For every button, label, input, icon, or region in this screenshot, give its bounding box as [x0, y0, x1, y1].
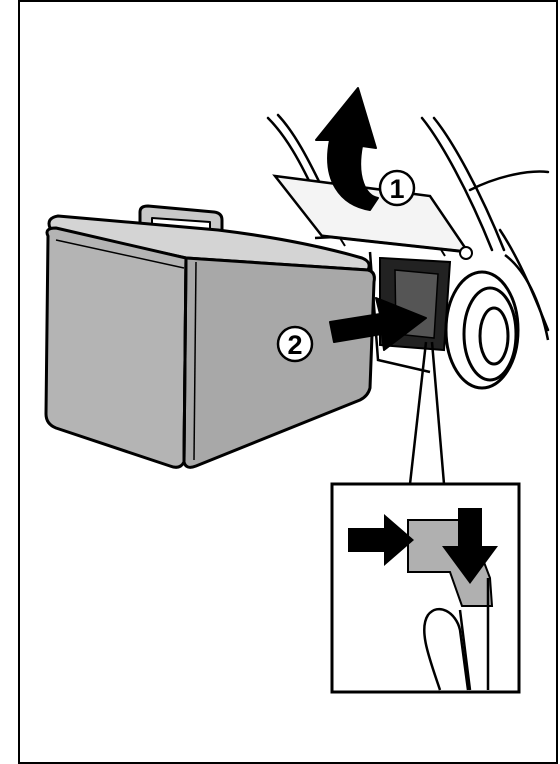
step-2-marker: 2	[278, 327, 312, 361]
rear-wheel	[446, 272, 518, 388]
step-1-marker: 1	[380, 171, 414, 205]
callout-lines	[410, 342, 444, 484]
step-1-label: 1	[389, 174, 404, 204]
detail-inset	[332, 484, 519, 692]
step-2-label: 2	[287, 330, 302, 360]
grass-catcher	[46, 206, 374, 467]
